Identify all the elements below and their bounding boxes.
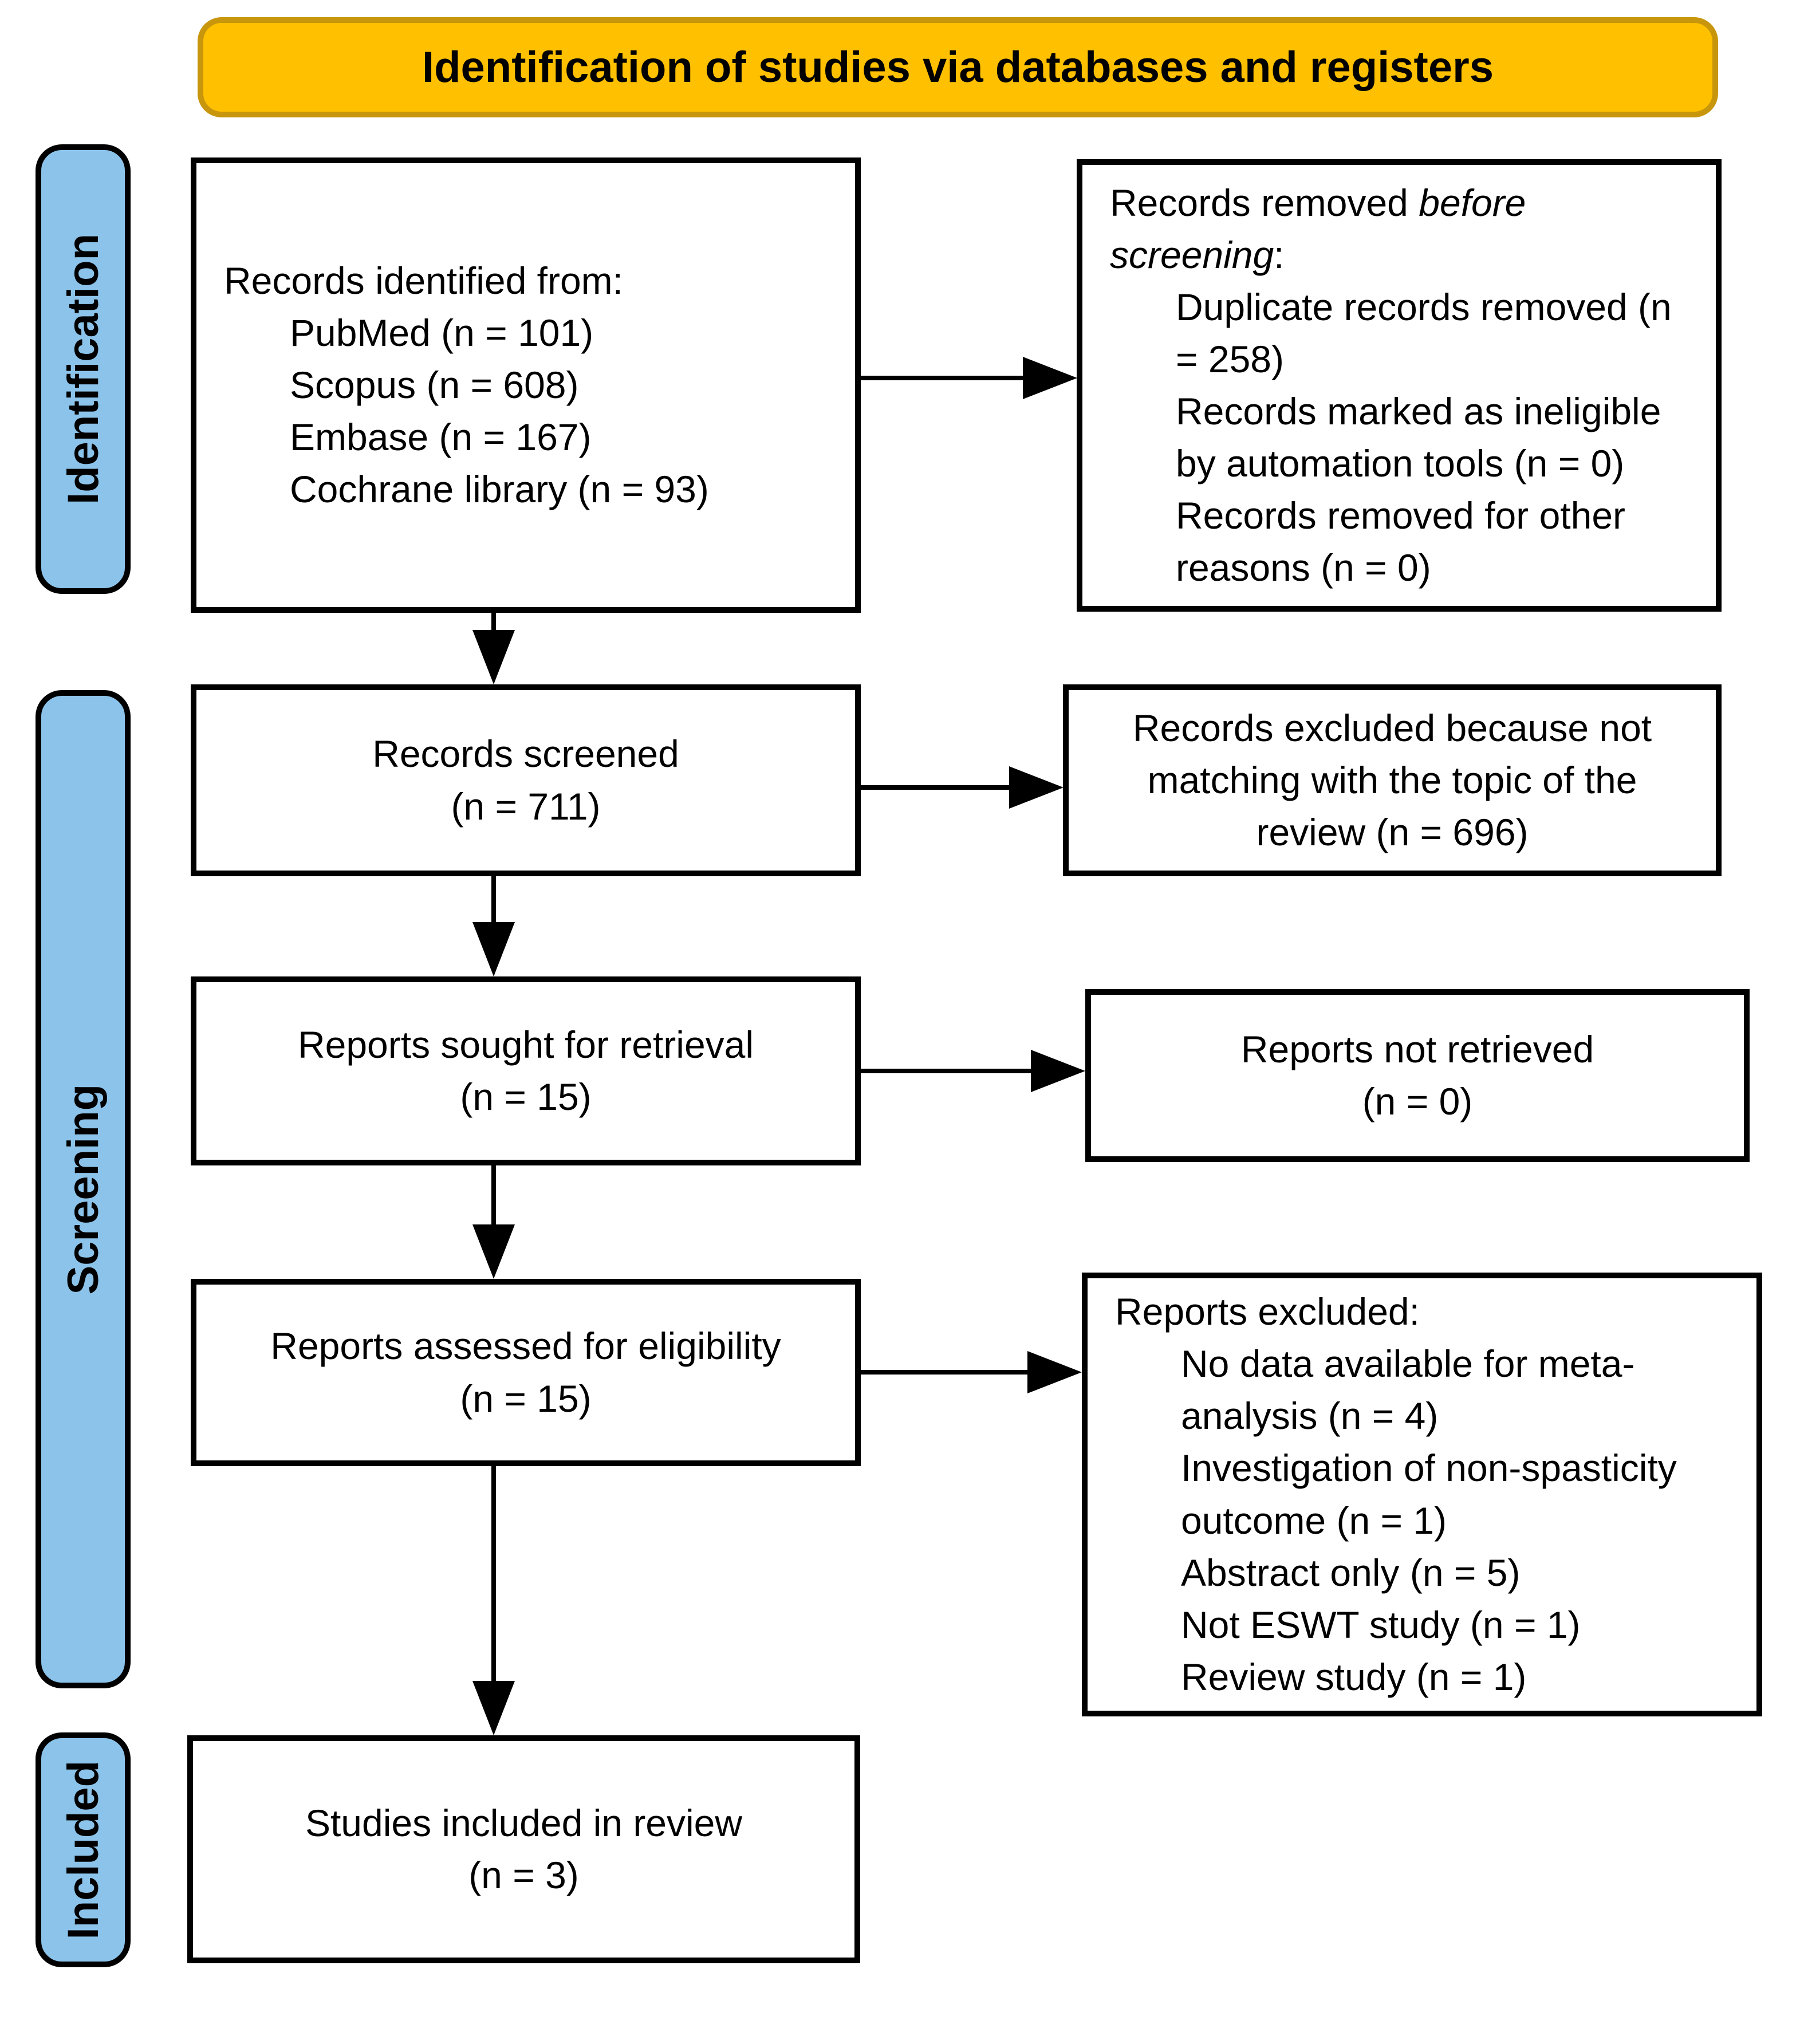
reports-not-retrieved-title: Reports not retrieved: [1240, 1027, 1594, 1070]
arrow-assessed-to-included-line: [491, 1466, 496, 1681]
records-removed-item: Records marked as ineligible by automati…: [1176, 390, 1661, 485]
records-removed-intro-italic: before screening: [1110, 181, 1526, 276]
arrow-screened-to-sought-head-icon: [472, 922, 515, 976]
arrow-sought-to-not-retrieved-head-icon: [1031, 1050, 1085, 1092]
diagram-title: Identification of studies via databases …: [422, 43, 1494, 92]
arrow-assessed-to-included-head-icon: [472, 1681, 515, 1735]
stage-label-identification: Identification: [36, 144, 131, 594]
records-identified-item: Scopus (n = 608): [290, 363, 579, 406]
box-records-removed-before-screening: Records removed before screening: Duplic…: [1077, 159, 1722, 612]
arrow-identified-to-removed-head-icon: [1023, 357, 1077, 399]
records-screened-title: Records screened: [372, 732, 679, 775]
records-identified-intro: Records identified from:: [224, 259, 623, 302]
box-studies-included: Studies included in review (n = 3): [187, 1735, 860, 1963]
reports-excluded-item: No data available for meta-analysis (n =…: [1181, 1342, 1635, 1438]
records-screened-count: (n = 711): [451, 785, 601, 828]
reports-sought-title: Reports sought for retrieval: [297, 1023, 754, 1066]
records-excluded-text: Records excluded because not matching wi…: [1132, 706, 1652, 854]
arrow-identified-to-screened-head-icon: [472, 630, 515, 684]
stage-label-included-text: Included: [58, 1760, 108, 1940]
records-removed-item: Records removed for other reasons (n = 0…: [1176, 494, 1626, 589]
diagram-title-banner: Identification of studies via databases …: [198, 17, 1718, 117]
reports-sought-count: (n = 15): [460, 1076, 592, 1118]
studies-included-count: (n = 3): [468, 1854, 579, 1896]
records-identified-item: PubMed (n = 101): [290, 311, 594, 354]
reports-assessed-count: (n = 15): [460, 1377, 592, 1420]
records-removed-intro-suffix: :: [1274, 233, 1285, 276]
arrow-sought-to-not-retrieved-line: [861, 1069, 1033, 1073]
stage-label-identification-text: Identification: [58, 234, 108, 505]
records-removed-intro-prefix: Records removed: [1110, 181, 1408, 224]
records-identified-item: Embase (n = 167): [290, 416, 592, 459]
records-removed-intro: Records removed before screening:: [1110, 177, 1688, 281]
records-identified-item: Cochrane library (n = 93): [290, 468, 709, 511]
arrow-sought-to-assessed-line: [491, 1165, 496, 1224]
reports-excluded-item: Investigation of non-spasticity outcome …: [1181, 1447, 1677, 1542]
stage-label-screening-text: Screening: [58, 1084, 108, 1295]
reports-assessed-title: Reports assessed for eligibility: [270, 1325, 781, 1368]
arrow-identified-to-screened-line: [491, 613, 496, 631]
arrow-identified-to-removed-line: [861, 376, 1024, 380]
box-records-excluded-not-matching: Records excluded because not matching wi…: [1063, 684, 1722, 876]
arrow-assessed-to-excluded-reasons-line: [861, 1370, 1029, 1375]
stage-label-included: Included: [36, 1732, 131, 1967]
reports-not-retrieved-count: (n = 0): [1362, 1080, 1473, 1123]
reports-excluded-intro: Reports excluded:: [1115, 1290, 1420, 1333]
box-reports-not-retrieved: Reports not retrieved (n = 0): [1085, 989, 1750, 1162]
box-records-identified: Records identified from: PubMed (n = 101…: [191, 157, 861, 613]
box-reports-excluded-reasons: Reports excluded: No data available for …: [1082, 1273, 1762, 1716]
arrow-assessed-to-excluded-reasons-head-icon: [1027, 1351, 1082, 1393]
reports-excluded-item: Not ESWT study (n = 1): [1181, 1603, 1581, 1646]
arrow-screened-to-sought-line: [491, 876, 496, 922]
records-removed-item: Duplicate records removed (n = 258): [1176, 285, 1672, 380]
box-reports-assessed: Reports assessed for eligibility (n = 15…: [191, 1279, 861, 1466]
box-reports-sought: Reports sought for retrieval (n = 15): [191, 976, 861, 1165]
reports-excluded-item: Review study (n = 1): [1181, 1655, 1527, 1698]
reports-excluded-item: Abstract only (n = 5): [1181, 1551, 1521, 1594]
studies-included-title: Studies included in review: [305, 1801, 743, 1844]
arrow-sought-to-assessed-head-icon: [472, 1224, 515, 1279]
arrow-screened-to-excluded-line: [861, 785, 1010, 790]
arrow-screened-to-excluded-head-icon: [1009, 766, 1064, 809]
box-records-screened: Records screened (n = 711): [191, 684, 861, 876]
stage-label-screening: Screening: [36, 690, 131, 1688]
